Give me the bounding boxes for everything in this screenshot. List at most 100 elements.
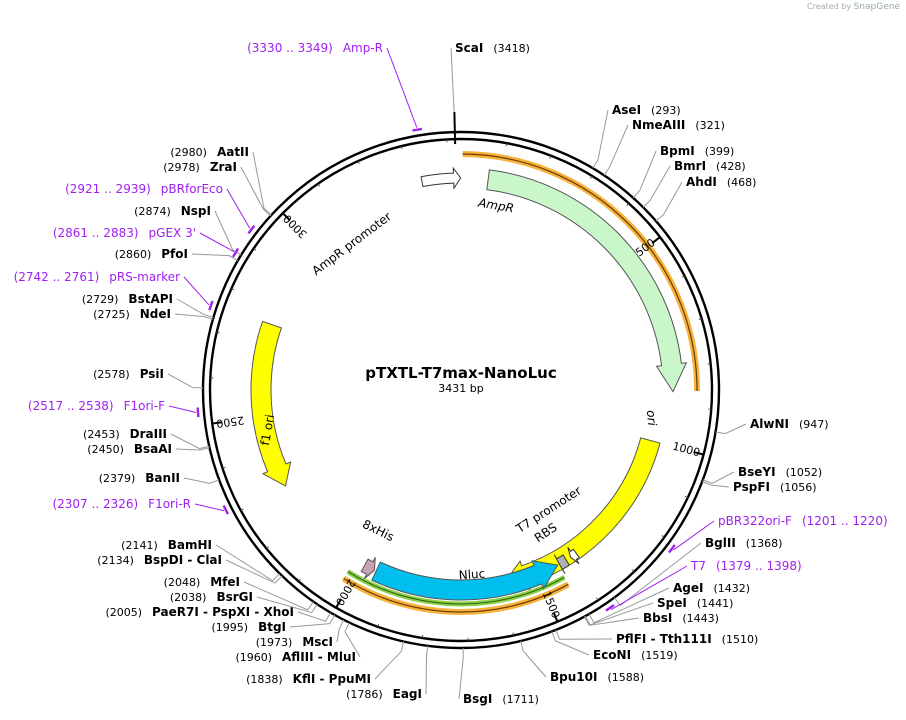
enzyme-site-PaeR7I[interactable]: (2005)PaeR7I - PspXI - XhoI — [105, 605, 331, 622]
enzyme-site-NdeI[interactable]: (2725)NdeI — [93, 307, 214, 321]
enzyme-site-BsaAI[interactable]: (2450)BsaAI — [87, 442, 210, 456]
ruler-mark-2500: 2500 — [212, 413, 245, 430]
enzyme-label: BsgI(1711) — [463, 692, 539, 706]
enzyme-site-AflIII[interactable]: (1960)AflIII - MluI — [235, 622, 361, 664]
enzyme-label: (2453)DraIII — [83, 427, 167, 441]
enzyme-site-AgeI[interactable]: AgeI(1432) — [588, 581, 750, 624]
enzyme-label: AhdI(468) — [686, 175, 756, 189]
feature-ampr-promoter[interactable] — [420, 166, 462, 190]
enzyme-label: (1995)BtgI — [211, 620, 286, 634]
enzyme-label: (2141)BamHI — [121, 538, 212, 552]
enzyme-site-EcoNI[interactable]: EcoNI(1519) — [551, 631, 678, 662]
enzyme-site-PsiI[interactable]: (2578)PsiI — [93, 367, 204, 389]
primer-f1ori-f[interactable]: (2517 .. 2538)F1ori-F — [28, 399, 200, 418]
primer-binding-mark — [412, 127, 423, 132]
enzyme-site-BpmI[interactable]: BpmI(399) — [632, 144, 734, 199]
enzyme-site-BmrI[interactable]: BmrI(428) — [642, 159, 746, 208]
enzyme-site-AlwNI[interactable]: AlwNI(947) — [715, 417, 829, 435]
primer-pbrforeco[interactable]: (2921 .. 2939)pBRforEco — [65, 182, 256, 235]
primer-prs-marker[interactable]: (2742 .. 2761)pRS-marker — [14, 270, 214, 311]
feature-nluc[interactable] — [371, 560, 559, 601]
enzyme-label: BbsI(1443) — [643, 611, 719, 625]
enzyme-site-BbsI[interactable]: BbsI(1443) — [584, 611, 719, 626]
enzyme-label: BmrI(428) — [674, 159, 746, 173]
ruler-mark-1500: 1500 — [540, 589, 563, 623]
primer-amp-r[interactable]: (3330 .. 3349)Amp-R — [247, 41, 423, 132]
ruler-mark-3000: 3000 — [281, 212, 310, 241]
feature-label-ampr: AmpR — [476, 195, 515, 215]
enzyme-site-SpeI[interactable]: SpeI(1441) — [584, 596, 733, 626]
primer-binding-mark — [232, 247, 240, 258]
enzyme-site-BtgI[interactable]: (1995)BtgI — [211, 614, 336, 634]
enzyme-label: (2005)PaeR7I - PspXI - XhoI — [105, 605, 294, 619]
enzyme-label: EcoNI(1519) — [593, 648, 678, 662]
enzyme-label: (2978)ZraI — [163, 160, 237, 174]
enzyme-label: PflFI - Tth111I(1510) — [616, 632, 758, 646]
enzyme-site-DraIII[interactable]: (2453)DraIII — [83, 427, 210, 450]
ruler-mark-2000: 2000 — [333, 577, 358, 609]
credit-prefix: Created by — [807, 2, 852, 11]
enzyme-site-BsrGI[interactable]: (2038)BsrGI — [170, 590, 318, 614]
enzyme-label: (1786)EagI — [346, 687, 422, 701]
ruler-mark-1000: 1000 — [671, 440, 704, 459]
feature-rbs[interactable] — [553, 554, 571, 574]
enzyme-label: (2874)NspI — [134, 204, 211, 218]
feature-nluc-green[interactable] — [346, 569, 566, 607]
feature-nluc-orange[interactable] — [341, 575, 570, 615]
primer-pbr322ori-f[interactable]: pBR322ori-F(1201 .. 1220) — [668, 514, 888, 554]
enzyme-site-AseI[interactable]: AseI(293) — [592, 103, 681, 169]
feature-t7-promoter[interactable] — [567, 546, 580, 565]
ruler-label: 2000 — [333, 577, 358, 608]
enzyme-site-AhdI[interactable]: AhdI(468) — [655, 175, 756, 222]
enzyme-site-ZraI[interactable]: (2978)ZraI — [163, 160, 272, 217]
feature-ampr-orange[interactable] — [462, 151, 701, 392]
primer-label: (2742 .. 2761)pRS-marker — [14, 270, 180, 284]
primer-pgex3[interactable]: (2861 .. 2883)pGEX 3' — [53, 226, 240, 258]
enzyme-label: (1960)AflIII - MluI — [235, 650, 356, 664]
primer-binding-mark — [247, 224, 256, 235]
enzyme-label: AlwNI(947) — [750, 417, 829, 431]
enzyme-site-KflI[interactable]: (1838)KflI - PpuMI — [246, 641, 405, 686]
feature-his[interactable] — [360, 557, 376, 580]
enzyme-site-BamHI[interactable]: (2141)BamHI — [121, 538, 281, 582]
enzyme-site-BstAPI[interactable]: (2729)BstAPI — [82, 292, 214, 318]
enzyme-site-NspI[interactable]: (2874)NspI — [134, 204, 242, 256]
enzyme-label: NmeAIII(321) — [632, 118, 725, 132]
enzyme-site-AatII[interactable]: (2980)AatII — [170, 145, 272, 216]
enzyme-site-BseYI[interactable]: BseYI(1052) — [702, 465, 822, 484]
enzyme-site-BsgI[interactable]: BsgI(1711) — [458, 647, 539, 706]
enzyme-site-BglII[interactable]: BglII(1368) — [613, 536, 782, 607]
primer-label: pBR322ori-F(1201 .. 1220) — [718, 514, 888, 528]
enzyme-site-PspFI[interactable]: PspFI(1056) — [702, 480, 817, 494]
enzyme-site-PflFI[interactable]: PflFI - Tth111I(1510) — [555, 629, 758, 646]
enzyme-label: BpmI(399) — [660, 144, 734, 158]
enzyme-label: (2134)BspDI - ClaI — [97, 553, 222, 567]
ruler-label: 1500 — [540, 589, 563, 620]
enzyme-label: AseI(293) — [612, 103, 681, 117]
enzyme-site-BanII[interactable]: (2379)BanII — [99, 471, 220, 485]
enzyme-site-MscI[interactable]: (1973)MscI — [256, 619, 345, 649]
enzyme-label: SpeI(1441) — [657, 596, 733, 610]
primer-binding-mark — [208, 300, 214, 311]
enzyme-site-Bpu10I[interactable]: Bpu10I(1588) — [520, 640, 644, 684]
feature-ampr[interactable] — [486, 169, 688, 393]
enzyme-site-ScaI[interactable]: ScaI(3418) — [450, 41, 530, 133]
enzyme-site-MfeI[interactable]: (2048)MfeI — [164, 575, 314, 611]
feature-f1ori[interactable] — [250, 320, 292, 487]
enzyme-label: (2860)PfoI — [115, 247, 188, 261]
enzyme-label: BseYI(1052) — [738, 465, 822, 479]
enzyme-site-PfoI[interactable]: (2860)PfoI — [115, 247, 239, 262]
enzyme-site-EagI[interactable]: (1786)EagI — [346, 645, 429, 701]
feature-label-ori: ori — [644, 410, 659, 427]
primer-f1ori-r[interactable]: (2307 .. 2326)F1ori-R — [52, 497, 230, 515]
primer-t7[interactable]: T7(1379 .. 1398) — [605, 559, 802, 612]
primer-label: (2861 .. 2883)pGEX 3' — [53, 226, 196, 240]
enzyme-site-NmeAIII[interactable]: NmeAIII(321) — [603, 118, 725, 176]
enzyme-site-BspDI[interactable]: (2134)BspDI - ClaI — [97, 553, 283, 584]
snapgene-credit: Created by SnapGene — [807, 2, 900, 12]
enzyme-label: BglII(1368) — [705, 536, 782, 550]
primer-label: (2517 .. 2538)F1ori-F — [28, 399, 165, 413]
primer-label: T7(1379 .. 1398) — [690, 559, 802, 573]
